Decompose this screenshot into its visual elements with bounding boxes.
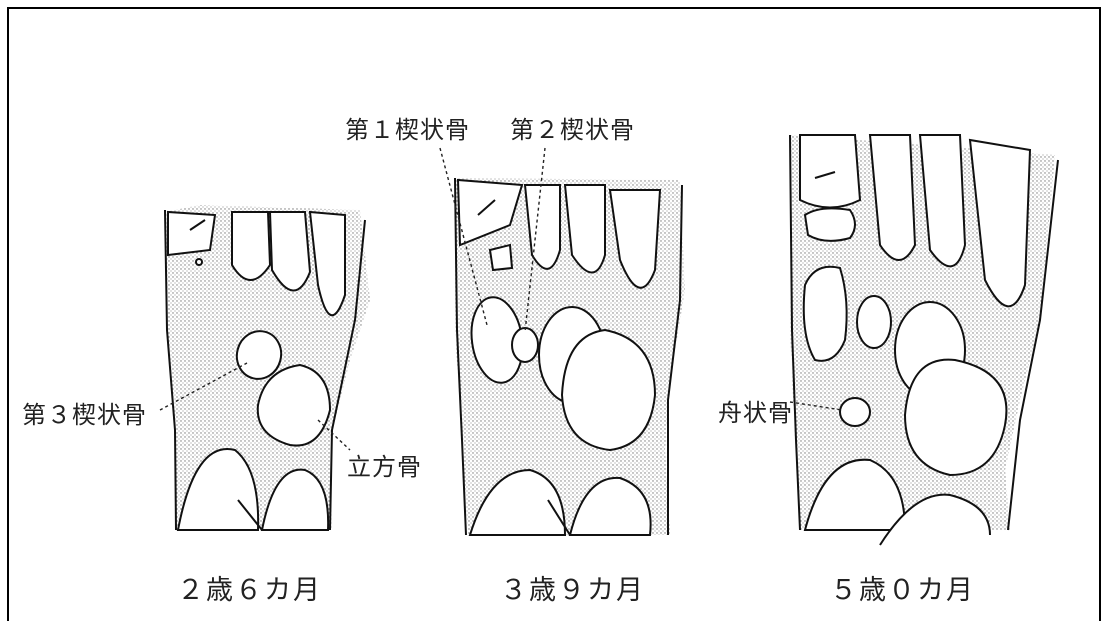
foot-2y6m-metatarsal-2 [232,212,270,280]
foot-2y6m [165,205,370,530]
age-caption-3: ５歳０カ月 [830,568,975,607]
foot-3y9m-cuboid [562,330,655,450]
label-cuboid: 立方骨 [347,447,422,482]
foot-3y9m [455,178,685,535]
label-navicular: 舟状骨 [718,393,793,428]
age-caption-2: ３歳９カ月 [500,568,645,607]
foot-5y0m [790,135,1058,545]
foot-3y9m-second-cuneiform [512,328,538,362]
label-first-cuneiform: 第１楔状骨 [345,110,470,145]
foot-2y6m-metatarsal-1 [168,212,215,255]
foot-5y0m-navicular [840,398,870,426]
foot-5y0m-metatarsal-1 [800,135,860,208]
foot-5y0m-second-cuneiform [857,296,891,348]
label-third-cuneiform: 第３楔状骨 [22,395,147,430]
foot-5y0m-first-cuneiform [804,267,847,361]
foot-5y0m-cuboid [905,360,1006,475]
label-second-cuneiform: 第２楔状骨 [510,110,635,145]
age-caption-1: ２歳６カ月 [177,568,322,607]
